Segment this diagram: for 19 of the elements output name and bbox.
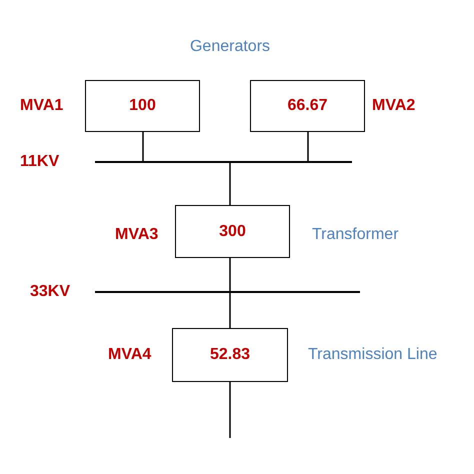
connector-line (229, 163, 231, 205)
component-label: Transmission Line (308, 346, 438, 364)
rating-label: MVA3 (115, 226, 158, 244)
rating-label: MVA4 (108, 346, 152, 364)
rating-label: 33KV (30, 283, 70, 301)
rating-label: 11KV (20, 153, 60, 171)
connector-line (142, 132, 144, 161)
connector-line (229, 258, 231, 291)
rating-label: MVA1 (20, 97, 64, 115)
rating-box: 66.67 (250, 80, 365, 132)
component-label: Transformer (312, 226, 399, 244)
rating-label: MVA2 (372, 97, 416, 115)
heading-label: Generators (190, 38, 270, 56)
rating-box: 52.83 (172, 328, 288, 382)
rating-box: 100 (85, 80, 200, 132)
connector-line (307, 132, 309, 161)
rating-box: 300 (175, 205, 290, 258)
connector-line (229, 382, 231, 438)
connector-line (229, 293, 231, 328)
